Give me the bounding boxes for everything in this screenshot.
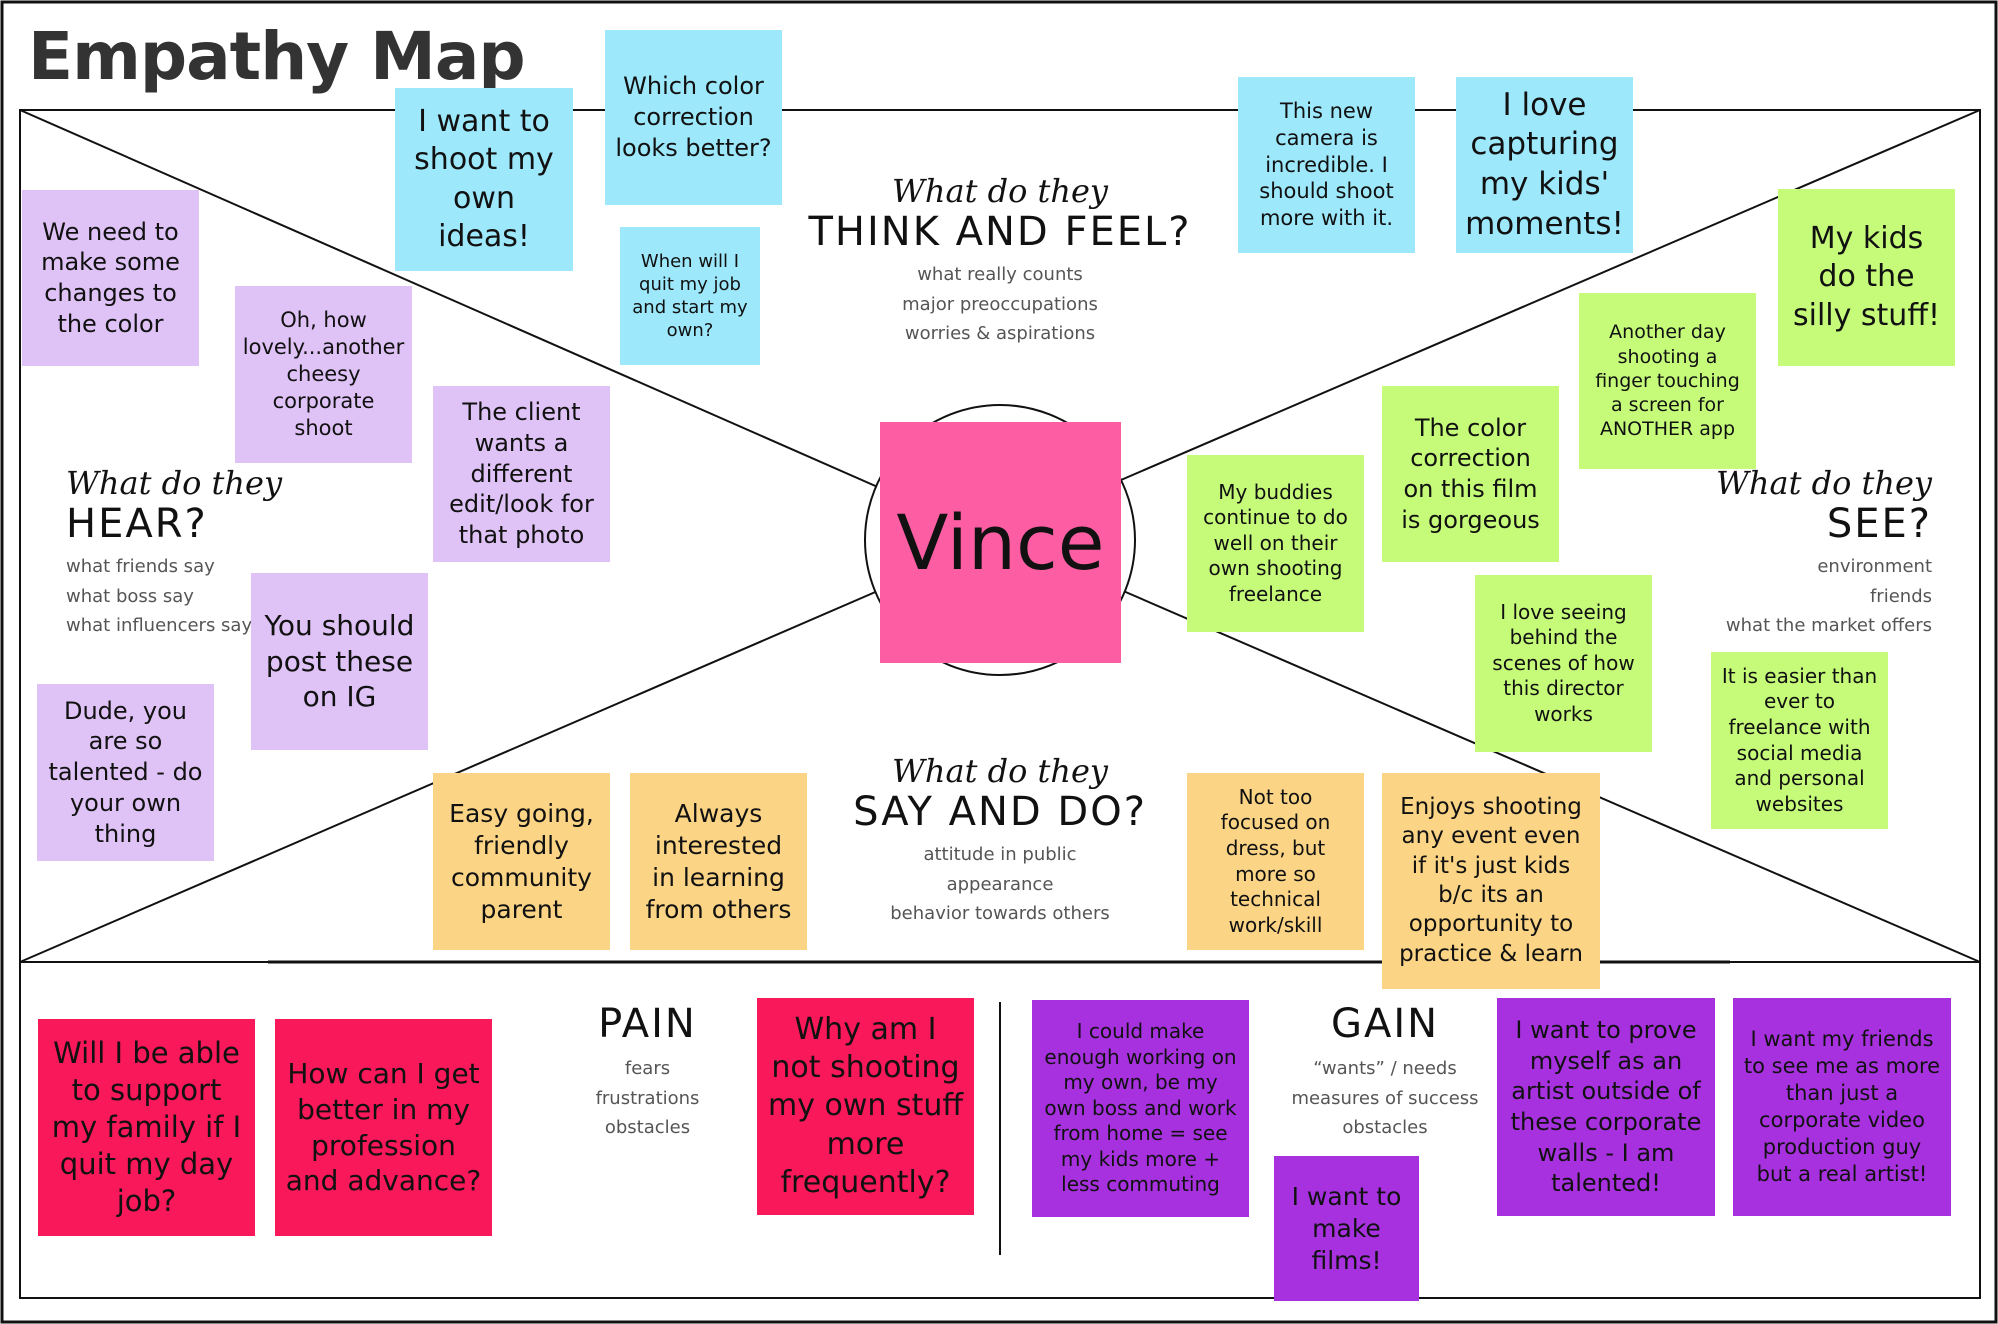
sticky-text: Why am I not shooting my own stuff more … [767,1011,964,1201]
sticky-text: Not too focused on dress, but more so te… [1220,784,1331,937]
think-feel-sub-3: worries & aspirations [904,323,1096,345]
sticky-think-2[interactable]: Which color correction looks better? [605,30,782,205]
gain-sub-1: “wants” / needs [1313,1058,1457,1079]
sticky-see-6[interactable]: It is easier than ever to freelance with… [1711,652,1888,829]
sticky-hear-1[interactable]: We need to make some changes to the colo… [22,190,199,366]
sticky-text: When will I quit my job and start my own… [632,250,748,342]
say-do-sub-1: attitude in public [923,844,1077,865]
sticky-text: This new camera is incredible. I should … [1259,98,1394,231]
diagonal-top-right [1120,109,1981,481]
sticky-think-3[interactable]: When will I quit my job and start my own… [620,227,760,365]
sticky-gain-3[interactable]: I want to prove myself as an artist outs… [1497,998,1715,1216]
sticky-say-2[interactable]: Always interested in learning from other… [630,773,807,950]
sticky-see-5[interactable]: I love seeing behind the scenes of how t… [1475,575,1652,752]
sticky-say-4[interactable]: Enjoys shooting any event even if it's j… [1382,773,1600,989]
think-feel-title: THINK AND FEEL? [808,209,1192,255]
sticky-hear-4[interactable]: You should post these on IG [251,573,428,750]
say-do-sub-3: behavior towards others [890,903,1110,925]
sticky-text: Which color correction looks better? [615,72,772,162]
sticky-text: I love seeing behind the scenes of how t… [1492,599,1635,726]
think-feel-prompt: What do they [891,172,1108,210]
say-do-title: SAY AND DO? [853,789,1147,835]
pain-heading: PAIN fears frustrations obstacles [560,1002,735,1143]
sticky-text: The color correction on this film is gor… [1401,413,1540,534]
think-feel-sub-1: what really counts [917,264,1083,285]
hear-sub-1: what friends say [66,556,215,577]
sticky-text: It is easier than ever to freelance with… [1721,663,1878,816]
sticky-text: How can I get better in my profession an… [285,1056,482,1198]
pain-sub-3: obstacles [604,1117,691,1139]
sticky-see-2[interactable]: Another day shooting a finger touching a… [1579,293,1756,469]
say-do-prompt: What do they [891,752,1108,790]
sticky-text: We need to make some changes to the colo… [41,217,180,338]
sticky-text: Another day shooting a finger touching a… [1595,321,1740,441]
see-title: SEE? [1826,501,1932,547]
say-do-sub-2: appearance [946,873,1054,895]
sticky-hear-5[interactable]: Dude, you are so talented - do your own … [37,684,214,861]
sticky-text: I want to prove myself as an artist outs… [1510,1015,1702,1198]
sticky-see-4[interactable]: My buddies continue to do well on their … [1187,455,1364,632]
sticky-hear-2[interactable]: Oh, how lovely...another cheesy corporat… [235,286,412,463]
sticky-text: I want to shoot my own ideas! [414,103,554,254]
persona-name: Vince [896,498,1105,587]
sticky-pain-3[interactable]: Why am I not shooting my own stuff more … [757,998,974,1215]
sticky-think-5[interactable]: I love capturing my kids' moments! [1456,77,1633,253]
pain-sub-1: fears [624,1058,671,1079]
sticky-text: My buddies continue to do well on their … [1203,479,1348,606]
sticky-gain-4[interactable]: I want my friends to see me as more than… [1733,998,1951,1216]
sticky-text: I love capturing my kids' moments! [1465,86,1624,242]
hear-prompt: What do they [66,464,283,502]
sticky-text: Oh, how lovely...another cheesy corporat… [242,308,405,440]
sticky-text: I could make enough working on my own, b… [1044,1018,1237,1197]
gain-heading: GAIN “wants” / needs measures of success… [1270,1002,1500,1143]
map-border [19,109,1981,1299]
sticky-hear-3[interactable]: The client wants a different edit/look f… [433,386,610,562]
pain-title: PAIN [598,1001,697,1047]
sticky-text: I want to make films! [1291,1181,1402,1275]
diagonal-top-left [19,109,881,489]
sticky-say-3[interactable]: Not too focused on dress, but more so te… [1187,773,1364,950]
sticky-text: Always interested in learning from other… [645,798,792,924]
sticky-think-1[interactable]: I want to shoot my own ideas! [395,88,573,271]
think-feel-sub-2: major preoccupations [902,293,1098,315]
sticky-text: Dude, you are so talented - do your own … [48,696,203,848]
see-sub-3: what the market offers [1725,615,1932,637]
gain-title: GAIN [1330,1001,1440,1047]
sticky-text: Easy going, friendly community parent [449,798,594,924]
page-title: Empathy Map [28,18,526,95]
sticky-text: Will I be able to support my family if I… [51,1035,242,1219]
gain-sub-3: obstacles [1342,1117,1428,1139]
hear-heading: What do they HEAR? what friends say what… [66,464,296,641]
see-sub-2: friends [1869,585,1932,607]
sticky-gain-1[interactable]: I could make enough working on my own, b… [1032,1000,1249,1217]
think-feel-heading: What do they THINK AND FEEL? what really… [780,172,1220,349]
persona-card: Vince [880,422,1121,663]
say-do-heading: What do they SAY AND DO? attitude in pub… [780,752,1220,929]
sticky-text: I want my friends to see me as more than… [1743,1027,1941,1186]
sticky-pain-1[interactable]: Will I be able to support my family if I… [38,1019,255,1236]
hear-sub-2: what boss say [66,585,194,607]
see-prompt: What do they [1715,464,1932,502]
gain-sub-2: measures of success [1291,1087,1479,1109]
see-sub-1: environment [1817,556,1932,577]
sticky-text: The client wants a different edit/look f… [449,398,594,550]
see-heading: What do they SEE? environment friends wh… [1600,464,1932,641]
hear-title: HEAR? [66,501,208,547]
sticky-text: My kids do the silly stuff! [1792,220,1941,333]
pain-sub-2: frustrations [595,1087,700,1109]
sticky-text: Enjoys shooting any event even if it's j… [1399,793,1583,967]
sticky-think-4[interactable]: This new camera is incredible. I should … [1238,77,1415,253]
sticky-gain-2[interactable]: I want to make films! [1274,1156,1419,1301]
sticky-say-1[interactable]: Easy going, friendly community parent [433,773,610,950]
hear-sub-3: what influencers say [66,615,253,637]
sticky-pain-2[interactable]: How can I get better in my profession an… [275,1019,492,1236]
sticky-text: You should post these on IG [264,608,415,714]
sticky-see-1[interactable]: My kids do the silly stuff! [1778,189,1955,366]
sticky-see-3[interactable]: The color correction on this film is gor… [1382,386,1559,562]
